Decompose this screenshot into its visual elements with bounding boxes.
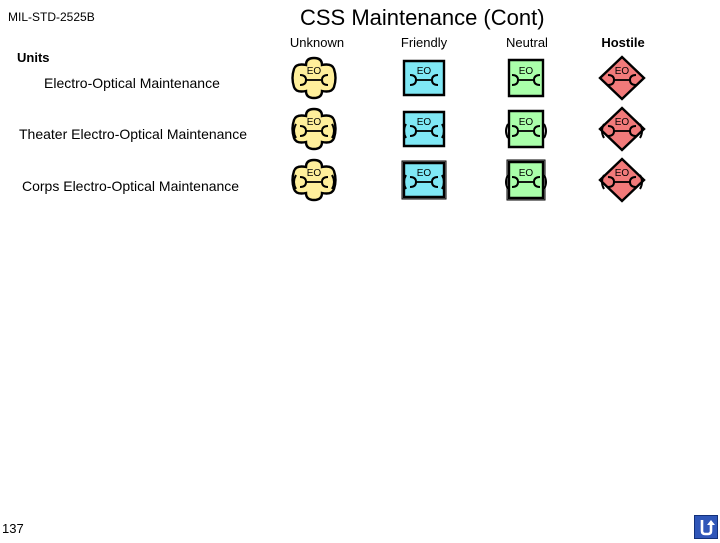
symbol-label: EO [417,66,432,77]
symbol-label: EO [307,66,322,77]
symbol-frame [291,107,337,151]
symbol-unknown-row-3: EO [291,158,337,202]
column-header-unknown: Unknown [289,35,345,50]
echelon-ring [506,159,546,201]
symbol-label: EO [307,117,322,128]
symbol-hostile-row-2: EO [598,106,646,152]
wrench-jaw-left [409,125,418,137]
echelon-brackets [403,174,445,190]
wrench-jaw-right [430,125,439,137]
symbol-label: EO [417,168,432,179]
wrench-jaw-right [628,176,637,188]
symbol-unknown-row-2: EO [291,107,337,151]
wrench-jaw-left [511,74,520,86]
wrench-jaw-left [607,74,616,86]
symbol-neutral-row-2: EO [505,109,547,149]
symbol-friendly-row-2: EO [402,110,446,148]
echelon-brackets [505,123,547,139]
wrench-jaw-right [628,125,637,137]
row-label-corps-electro-optical-maintenance: Corps Electro-Optical Maintenance [22,178,240,194]
symbol-label: EO [417,117,432,128]
echelon-brackets [601,123,643,139]
symbol-friendly-row-1: EO [402,59,446,97]
symbol-frame [291,56,337,100]
wrench-jaw-left [511,125,520,137]
wrench-jaw-left [299,176,308,188]
wrench-jaw-right [532,176,541,188]
symbol-friendly-row-3: EO [401,160,447,200]
wrench-jaw-left [409,74,418,86]
symbol-unknown-row-1: EO [291,56,337,100]
echelon-brackets [403,123,445,139]
symbol-label: EO [519,168,534,179]
symbol-frame [507,160,545,200]
echelon-brackets [601,174,643,190]
wrench-jaw-left [409,176,418,188]
column-header-neutral: Neutral [506,35,548,50]
symbol-label: EO [519,117,534,128]
symbol-label: EO [519,66,534,77]
echelon-brackets [293,174,335,190]
symbol-label: EO [615,66,630,77]
symbol-hostile-row-1: EO [598,55,646,101]
row-label-theater-electro-optical-maintenance: Theater Electro-Optical Maintenance [19,126,247,142]
wrench-jaw-right [430,176,439,188]
wrench-jaw-right [320,125,329,137]
symbol-label: EO [615,168,630,179]
return-arrow-icon[interactable] [694,515,718,539]
wrench-jaw-left [607,125,616,137]
echelon-brackets [293,123,335,139]
wrench-jaw-left [299,125,308,137]
section-label-units: Units [17,50,50,65]
wrench-jaw-left [607,176,616,188]
page-title: CSS Maintenance (Cont) [300,5,545,30]
symbol-frame [598,55,646,101]
wrench-jaw-right [532,74,541,86]
standard-label: MIL-STD-2525B [8,10,95,24]
wrench-jaw-right [320,74,329,86]
wrench-jaw-right [628,74,637,86]
wrench-jaw-right [430,74,439,86]
wrench-jaw-left [299,74,308,86]
symbol-neutral-row-1: EO [507,58,545,98]
symbol-frame [598,106,646,152]
page-number: 137 [2,521,24,536]
symbol-frame [507,58,545,98]
row-label-electro-optical-maintenance: Electro-Optical Maintenance [44,75,220,91]
symbol-frame [507,109,545,149]
wrench-jaw-right [320,176,329,188]
symbol-hostile-row-3: EO [598,157,646,203]
symbol-neutral-row-3: EO [505,159,547,201]
symbol-label: EO [615,117,630,128]
symbol-frame [291,158,337,202]
wrench-jaw-right [532,125,541,137]
symbol-frame [598,157,646,203]
echelon-ring [401,160,447,200]
symbol-frame [402,59,446,97]
column-header-hostile: Hostile [601,35,645,50]
symbol-label: EO [307,168,322,179]
column-header-friendly: Friendly [400,35,448,50]
wrench-jaw-left [511,176,520,188]
